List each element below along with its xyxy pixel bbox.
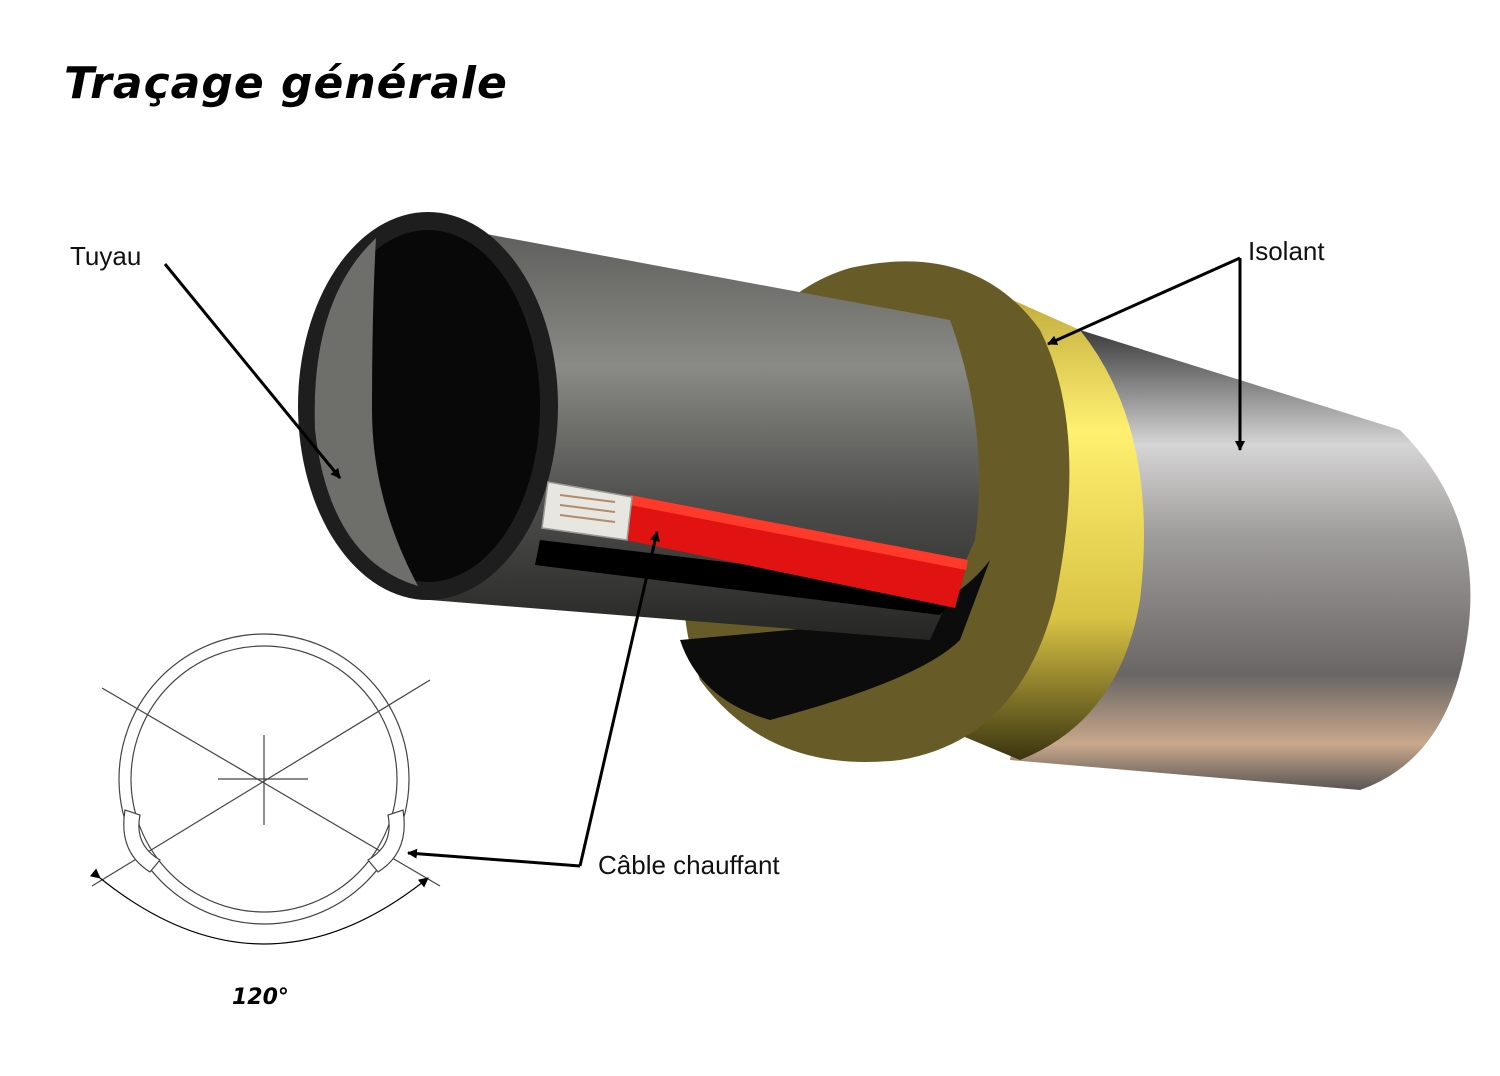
- label-insulation: Isolant: [1248, 236, 1325, 266]
- label-angle: 120°: [232, 985, 289, 1010]
- pipe-end: [298, 212, 558, 600]
- label-heating-cable: Câble chauffant: [598, 850, 780, 880]
- heating-cable: [535, 481, 968, 615]
- arrow-cable: [578, 531, 660, 867]
- label-pipe: Tuyau: [70, 241, 142, 271]
- cross-section: [89, 633, 441, 945]
- leader-arrows: [163, 256, 1245, 868]
- page-title: Traçage générale: [64, 58, 508, 109]
- pipe-inner-dark: [680, 560, 990, 720]
- arrow-cable-section: [407, 848, 581, 868]
- arrow-pipe: [163, 263, 342, 479]
- arrow-insulation-band: [1047, 256, 1241, 346]
